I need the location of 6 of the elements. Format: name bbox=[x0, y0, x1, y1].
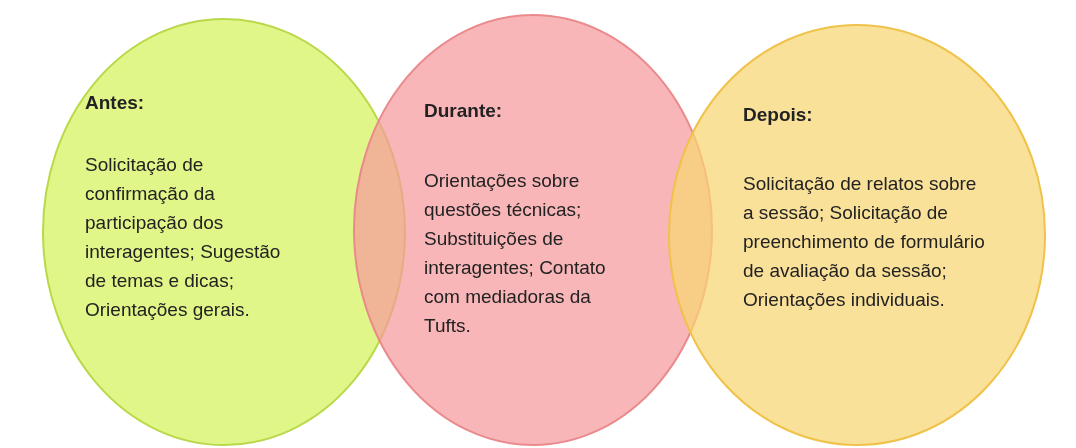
phase-description: Orientações sobre questões técnicas; Substituições de interagentes; Contato com mediadoras da Tufts. bbox=[424, 169, 607, 338]
phase-description: Solicitação de confirmação da participação dos interagentes; Sugestão de temas e dicas; Orientações gerais. bbox=[85, 153, 282, 322]
phase-heading: Durante: bbox=[424, 100, 504, 122]
phase-heading: Antes: bbox=[85, 92, 146, 114]
phase-heading: Depois: bbox=[743, 104, 814, 126]
phase-description: Solicitação de relatos sobre a sessão; Solicitação de preenchimento de formulário de avaliação da sessão; Orientações individuais. bbox=[743, 172, 986, 312]
